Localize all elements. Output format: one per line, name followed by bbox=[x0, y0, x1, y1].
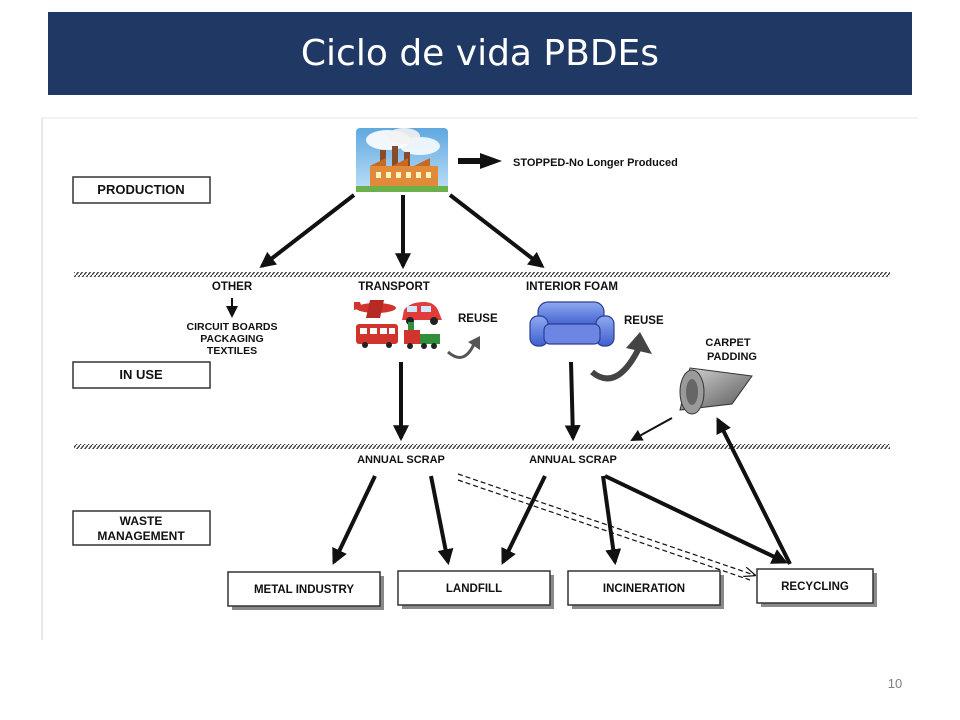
in-use-to-scrap-arrows bbox=[393, 361, 581, 442]
factory-icon bbox=[356, 128, 448, 192]
production-arrows bbox=[259, 193, 545, 270]
carpet-to-scrap-arrow bbox=[630, 417, 673, 441]
train-icon bbox=[404, 322, 440, 349]
destination-recycling: RECYCLING bbox=[756, 568, 877, 607]
carpet-label-line2: PADDING bbox=[707, 351, 757, 363]
stopped-label: STOPPED-No Longer Produced bbox=[513, 157, 678, 169]
stage-production-label: PRODUCTION bbox=[97, 182, 184, 197]
airplane-icon bbox=[354, 300, 396, 318]
other-item-2: PACKAGING bbox=[200, 333, 263, 345]
other-label: OTHER bbox=[212, 281, 253, 293]
carpet-padding-icon bbox=[679, 367, 753, 415]
slide-title: Ciclo de vida PBDEs bbox=[300, 33, 660, 74]
title-bar: Ciclo de vida PBDEs bbox=[48, 12, 912, 95]
destination-metal-industry: METAL INDUSTRY bbox=[227, 571, 384, 610]
destination-landfill-label: LANDFILL bbox=[446, 583, 502, 595]
destination-incineration: INCINERATION bbox=[567, 570, 724, 609]
stage-waste-label-line1: WASTE bbox=[120, 514, 163, 528]
stage-in-use-label: IN USE bbox=[119, 367, 163, 382]
destination-metal-industry-label: METAL INDUSTRY bbox=[254, 584, 354, 596]
destination-recycling-label: RECYCLING bbox=[781, 581, 849, 593]
reuse-label-transport: REUSE bbox=[458, 313, 498, 325]
car-icon bbox=[402, 302, 442, 325]
stage-in-use-box: IN USE bbox=[72, 361, 211, 389]
sofa-icon bbox=[529, 301, 615, 347]
reuse-arrow-foam bbox=[590, 332, 652, 382]
annual-scrap-label-2: ANNUAL SCRAP bbox=[529, 454, 617, 466]
reuse-label-foam: REUSE bbox=[624, 315, 664, 327]
destination-landfill: LANDFILL bbox=[397, 570, 554, 609]
stage-production-box: PRODUCTION bbox=[72, 176, 211, 204]
transport-label: TRANSPORT bbox=[358, 281, 430, 293]
annual-scrap-label-1: ANNUAL SCRAP bbox=[357, 454, 445, 466]
reuse-arrow-transport bbox=[447, 336, 480, 359]
dashed-scrap-to-recycling-arrow bbox=[457, 473, 754, 581]
other-item-3: TEXTILES bbox=[207, 345, 257, 357]
interior-foam-label: INTERIOR FOAM bbox=[526, 281, 618, 293]
page-number: 10 bbox=[887, 676, 903, 691]
stage-waste-management-box: WASTE MANAGEMENT bbox=[72, 510, 211, 546]
bus-icon bbox=[356, 324, 398, 348]
separator-production-in-use bbox=[74, 272, 890, 277]
separator-in-use-waste bbox=[74, 444, 890, 449]
carpet-label-line1: CARPET bbox=[705, 337, 751, 349]
other-item-1: CIRCUIT BOARDS bbox=[187, 321, 278, 333]
destination-incineration-label: INCINERATION bbox=[603, 583, 685, 595]
stopped-arrow bbox=[458, 153, 502, 169]
scrap-to-destination-arrows bbox=[332, 417, 792, 566]
stage-waste-label-line2: MANAGEMENT bbox=[97, 529, 185, 543]
